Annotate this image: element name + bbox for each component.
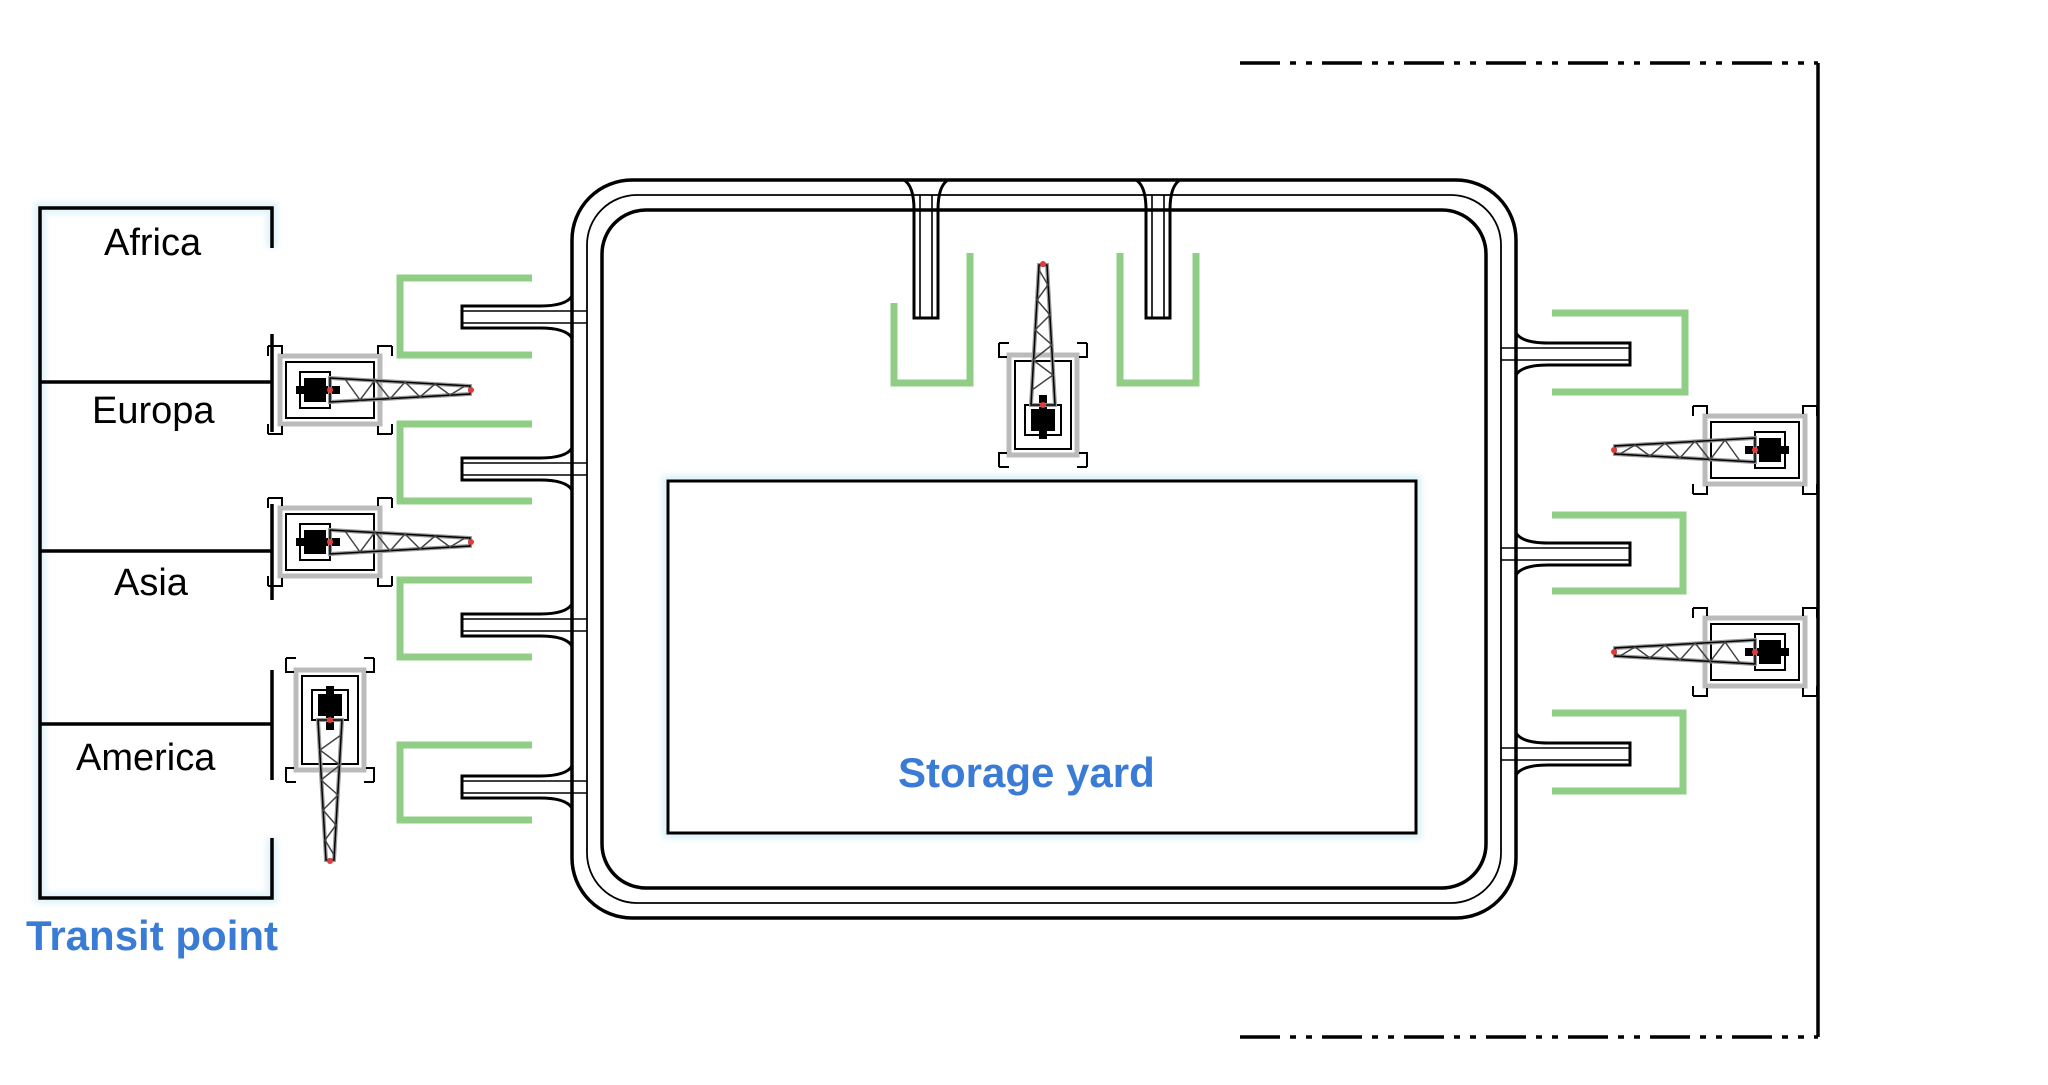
region-label-africa: Africa [104,222,202,264]
region-label-america: America [76,737,216,779]
transit-point-title: Transit point [26,912,278,959]
crane-icon [999,261,1087,467]
crane-icon [286,658,374,864]
region-label-asia: Asia [114,562,188,604]
crane-icon [1611,608,1817,696]
track-loop [570,178,1518,920]
crane-icon [268,498,474,586]
terminal-boundary [1240,61,1820,1039]
track-spurs [460,178,1632,809]
crane-icon [1611,406,1817,494]
region-label-europa: Europa [92,390,215,432]
storage-yard [662,475,1422,839]
storage-yard-title: Storage yard [898,749,1155,796]
loading-bays [396,253,1689,824]
transit-point-block [34,202,278,904]
